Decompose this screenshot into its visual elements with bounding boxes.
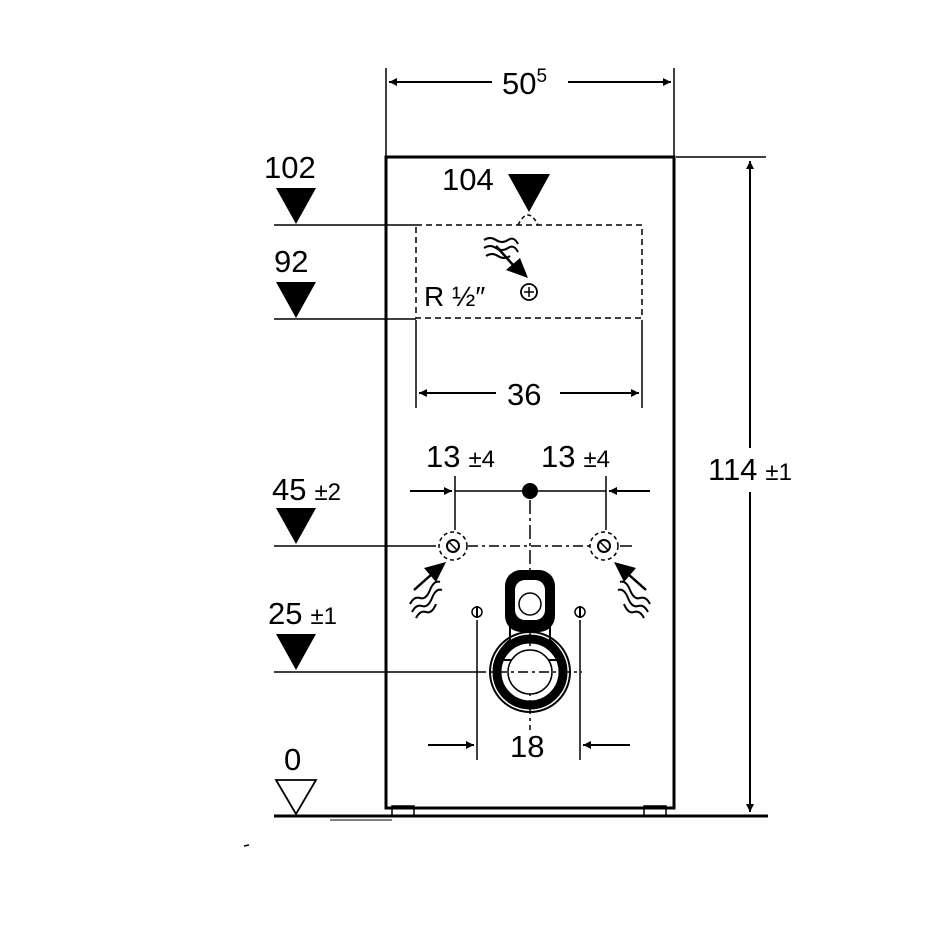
offset-left-tol: ±4 xyxy=(468,446,495,473)
drain-inner xyxy=(507,649,553,695)
level-92-marker xyxy=(276,282,316,318)
water-wave-icon-top-1 xyxy=(483,237,519,245)
level-45-marker xyxy=(276,508,316,544)
level-0-marker xyxy=(274,779,318,816)
water-arrow-icon-top xyxy=(506,258,528,278)
supply-zone-dashed xyxy=(415,224,643,319)
center-point xyxy=(522,483,538,499)
flush-pipe-opening xyxy=(518,592,542,616)
water-wave-icon-left-2 xyxy=(411,588,443,613)
water-wave-icon-right-2 xyxy=(617,588,649,613)
level-25-value: 25 xyxy=(268,596,302,631)
width-sup: 5 xyxy=(536,66,547,87)
level-45-value: 45 xyxy=(272,472,306,507)
offset-left-label: 13 ±4 xyxy=(426,439,495,474)
water-arrow-shaft-left xyxy=(413,573,433,591)
height-label: 114 ±1 xyxy=(708,452,792,487)
level-92-label: 92 xyxy=(274,244,308,279)
spacing-label: 18 xyxy=(510,729,544,764)
flush-pipe-inner xyxy=(515,580,545,620)
water-wave-icon-top-2 xyxy=(483,245,519,253)
level-104-marker xyxy=(508,174,550,212)
stray-mark xyxy=(243,844,250,847)
bolt-right xyxy=(574,606,586,618)
level-104-label: 104 xyxy=(442,162,494,197)
offset-left-value: 13 xyxy=(426,439,460,474)
bolt-left xyxy=(471,606,483,618)
water-arrow-shaft-right xyxy=(627,573,647,591)
supply-notch-dashed xyxy=(517,214,539,226)
water-wave-icon-left-1 xyxy=(409,580,441,605)
water-wave-icon-right-3 xyxy=(623,603,645,619)
inner-width-label: 36 xyxy=(507,377,541,412)
width-label: 505 xyxy=(502,66,547,101)
level-45-label: 45 ±2 xyxy=(272,472,341,507)
level-102-label: 102 xyxy=(264,150,316,185)
level-0-label: 0 xyxy=(284,742,301,777)
width-main: 50 xyxy=(502,66,536,101)
level-25-marker xyxy=(276,634,316,670)
level-102-marker xyxy=(276,188,316,224)
offset-right-tol: ±4 xyxy=(583,446,610,473)
thread-label: R ½″ xyxy=(424,281,485,312)
level-25-tol: ±1 xyxy=(310,603,337,630)
offset-right-label: 13 ±4 xyxy=(541,439,610,474)
water-wave-icon-left-3 xyxy=(415,603,437,619)
water-wave-icon-right-1 xyxy=(619,580,651,605)
level-25-label: 25 ±1 xyxy=(268,596,337,631)
level-45-tol: ±2 xyxy=(314,479,341,506)
water-arrow-shaft-top xyxy=(495,245,515,267)
valve-icon-top xyxy=(520,283,538,301)
water-arrow-icon-right xyxy=(614,562,636,582)
valve-icon-left xyxy=(438,531,468,561)
height-value: 114 xyxy=(708,452,757,487)
valve-icon-right xyxy=(589,531,619,561)
offset-right-value: 13 xyxy=(541,439,575,474)
frame-outline xyxy=(384,155,676,810)
water-arrow-icon-left xyxy=(424,562,446,582)
height-tol: ±1 xyxy=(765,459,792,486)
